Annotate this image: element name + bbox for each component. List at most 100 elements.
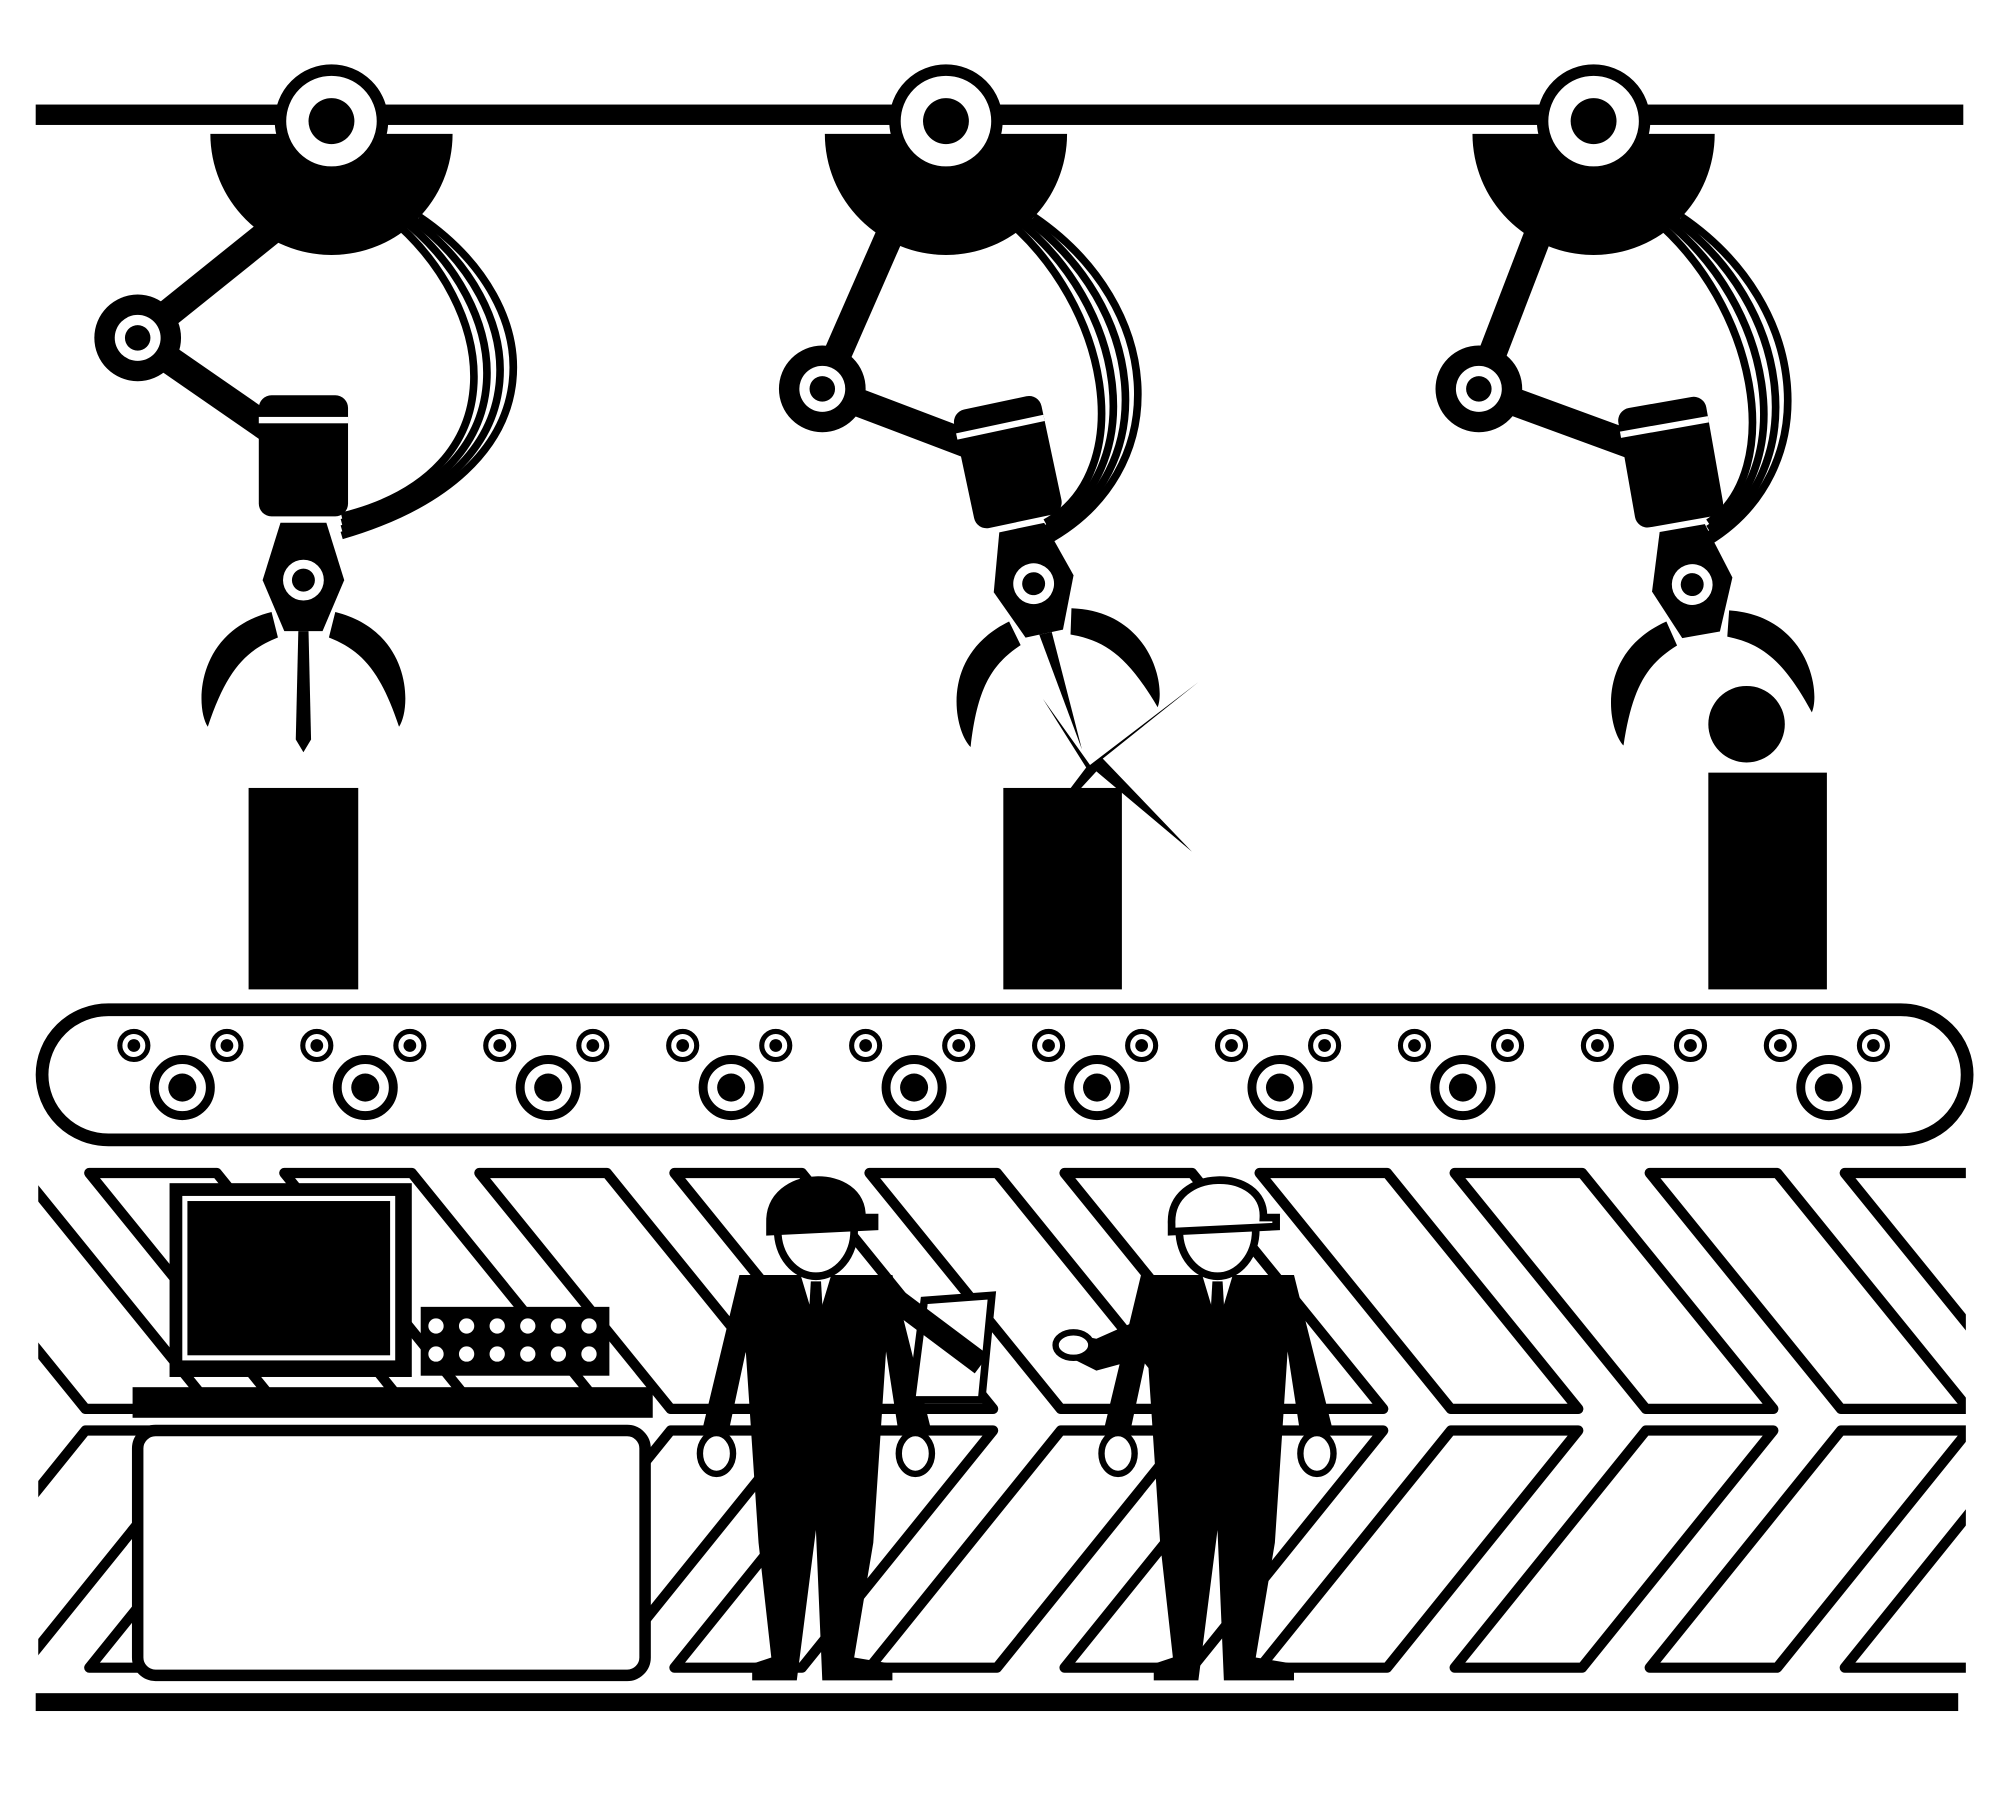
worker xyxy=(696,1176,936,1681)
chevron-stripe-lower xyxy=(1644,1425,1966,1673)
small-roller-hub xyxy=(859,1039,873,1052)
chevron-stripe-lower xyxy=(864,1425,1194,1673)
product-box xyxy=(1003,787,1122,990)
pivot-joint-center xyxy=(1570,98,1617,145)
left-claw xyxy=(201,611,278,727)
large-roller-hub xyxy=(1083,1073,1112,1102)
gripper-joint-center xyxy=(1022,572,1046,596)
product-box xyxy=(248,787,359,990)
wrist-stripe xyxy=(1619,416,1709,438)
left-claw xyxy=(1611,621,1678,746)
arm-cable xyxy=(1669,213,1780,539)
held-part xyxy=(1708,685,1785,763)
chevron-stripe-lower xyxy=(1449,1425,1779,1673)
large-roller-hub xyxy=(534,1073,563,1102)
chevron-stripe-upper xyxy=(1449,1167,1779,1414)
welding-torch xyxy=(1039,632,1082,750)
worker-arm-holding-tablet xyxy=(872,1278,989,1374)
worker-suit xyxy=(1102,1274,1333,1681)
large-roller-hub xyxy=(1814,1073,1843,1102)
keypad-button xyxy=(581,1346,597,1362)
wrist-stripe xyxy=(956,414,1045,440)
right-hand xyxy=(1297,1429,1337,1478)
keypad-button xyxy=(458,1318,475,1334)
welding-spark xyxy=(1022,682,1199,852)
robot-arm xyxy=(778,64,1160,750)
small-roller-hub xyxy=(952,1039,966,1052)
small-roller-hub xyxy=(1135,1039,1149,1052)
elbow-center xyxy=(809,376,836,402)
left-hand xyxy=(1098,1429,1138,1478)
arm-cable xyxy=(1000,213,1106,527)
keypad-button xyxy=(458,1346,475,1362)
roller-group xyxy=(849,1028,976,1121)
cabinet xyxy=(131,1424,651,1682)
small-roller-hub xyxy=(1867,1039,1880,1052)
right-hand xyxy=(895,1429,936,1478)
robot-arm xyxy=(1435,64,1815,763)
roller-group xyxy=(666,1028,793,1121)
worker-suit xyxy=(701,1274,931,1681)
left-hand xyxy=(696,1429,737,1478)
keypad xyxy=(420,1306,610,1376)
large-roller-hub xyxy=(1265,1073,1294,1102)
arm-cable xyxy=(340,213,518,540)
small-roller-hub xyxy=(220,1039,234,1052)
small-roller-hub xyxy=(1042,1039,1055,1052)
pivot-joint-center xyxy=(308,98,355,145)
tool-head xyxy=(201,395,406,753)
hard-hat xyxy=(766,1176,879,1236)
right-claw xyxy=(1070,608,1160,708)
keypad-button xyxy=(550,1318,567,1334)
keypad-button xyxy=(581,1318,597,1334)
hard-hat xyxy=(1167,1176,1280,1236)
arm-cable xyxy=(1679,213,1792,546)
arm-cable xyxy=(1011,213,1118,533)
worker xyxy=(1098,1176,1337,1681)
tool-needle xyxy=(295,631,312,753)
arm-cable xyxy=(340,213,478,521)
tool-head xyxy=(953,395,1160,750)
large-roller-hub xyxy=(1448,1073,1477,1102)
keypad-button xyxy=(489,1318,505,1334)
small-roller-hub xyxy=(769,1039,783,1052)
small-roller-hub xyxy=(586,1039,600,1052)
chevron-stripe-lower xyxy=(1254,1425,1584,1673)
keypad-button xyxy=(428,1318,444,1334)
pivot-joint-center xyxy=(923,98,969,145)
conveyor-belt xyxy=(35,1003,1974,1147)
keypad-button xyxy=(489,1346,505,1362)
desk-top xyxy=(132,1387,653,1418)
large-roller-hub xyxy=(351,1073,380,1102)
small-roller-hub xyxy=(1684,1039,1697,1052)
large-roller-hub xyxy=(900,1073,929,1102)
small-roller-hub xyxy=(676,1039,690,1052)
gesturing-hand xyxy=(1052,1329,1095,1362)
gripper-joint-center xyxy=(1680,573,1704,597)
wrist-housing xyxy=(258,395,349,517)
roller-group xyxy=(117,1028,244,1121)
arm-cable xyxy=(1031,213,1142,546)
roller-group xyxy=(1580,1028,1708,1121)
left-claw xyxy=(956,621,1021,748)
small-roller-hub xyxy=(1591,1039,1604,1052)
small-roller-hub xyxy=(1318,1039,1331,1052)
floor-rail xyxy=(35,1693,1959,1712)
tool-head xyxy=(1611,396,1815,746)
small-roller-hub xyxy=(1773,1039,1787,1052)
small-roller-hub xyxy=(403,1039,417,1052)
product-box xyxy=(1708,772,1827,990)
large-roller-hub xyxy=(1631,1073,1660,1102)
keypad-button xyxy=(550,1346,567,1362)
roller-group xyxy=(300,1028,427,1121)
small-roller-hub xyxy=(127,1039,141,1052)
roller-group xyxy=(1763,1028,1890,1121)
arm-cable xyxy=(1658,213,1768,533)
small-roller-hub xyxy=(493,1039,507,1052)
monitor-screen xyxy=(182,1195,396,1361)
right-claw xyxy=(328,611,406,727)
large-roller-hub xyxy=(168,1073,197,1102)
arm-cable xyxy=(1021,213,1130,539)
control-terminal xyxy=(131,1183,653,1682)
keypad-button xyxy=(428,1346,444,1362)
